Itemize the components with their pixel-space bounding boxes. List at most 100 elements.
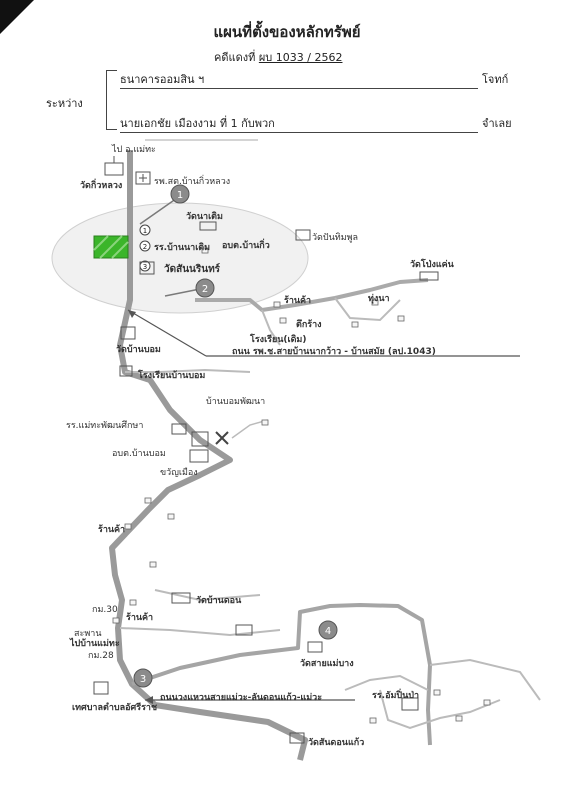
label-sao-ban-bom: อบต.บ้านบอม (112, 449, 166, 459)
temple-icon (139, 261, 155, 275)
house-icon (371, 299, 379, 306)
area-ellipse (51, 202, 309, 314)
house-icon (129, 599, 137, 606)
label-km30: กม.30 (92, 605, 118, 615)
point-marker-2: 2 (139, 240, 151, 252)
label-km28: กม.28 (88, 651, 114, 661)
main-road-arrow (127, 309, 520, 357)
defendant-line: นายเอกชัย เมืองงาม ที่ 1 กับพวก (120, 114, 478, 133)
house-icon (483, 699, 491, 706)
label-road-main: ถนน รพ.ช.สายบ้านนากว้าว - บ้านสมัย (ลป.1… (232, 347, 436, 357)
government-icon (191, 431, 209, 447)
label-sao-ban-kio: อบต.บ้านกิ่ว (222, 241, 270, 251)
label-road-ring: ถนนวงแหวนสายแม่วะ-ลันดอนแก้ว-แม่วะ (160, 693, 323, 703)
east-road (195, 278, 429, 312)
label-municipality: เทศบาลตำบลอัศรีราช (72, 703, 158, 713)
loop-branch-1 (344, 674, 429, 691)
case-number: ผบ 1033 / 2562 (258, 51, 343, 64)
house-icon (167, 513, 175, 520)
label-school-mae-tha: รร.แม่ทะพัฒนศึกษา (66, 421, 144, 431)
plaintiff-name: ธนาคารออมสิน ฯ (120, 73, 205, 86)
case-number-line: คดีแดงที่ ผบ 1033 / 2562 (214, 48, 342, 66)
marker-3-label: 3 (140, 674, 146, 685)
parties-bracket (106, 70, 117, 130)
ring-road-arrow (145, 696, 355, 704)
label-wat-na-term: วัดนาเติม (186, 212, 223, 222)
case-label: คดีแดงที่ (214, 51, 256, 64)
marker-2-label: 2 (202, 284, 208, 295)
label-wat-kio-luang: วัดกิ่วหลวง (80, 181, 123, 191)
house-icon (397, 315, 405, 322)
marker-4-label: 4 (325, 626, 331, 637)
house-icon (351, 321, 359, 328)
house-icon (112, 617, 120, 624)
label-school-ban-na-term: รร.บ้านนาเติม (154, 243, 211, 253)
label-to-mae-tha: ไป อ.แม่ทะ (112, 145, 156, 155)
label-shop-2: ร้านค้า (98, 525, 126, 535)
temple-icon (235, 624, 253, 636)
temple-icon (120, 326, 136, 340)
marker-2-callout: 2 (164, 278, 215, 298)
temple-icon (171, 592, 191, 604)
label-shop-3: ร้านค้า (126, 613, 154, 623)
label-building: ตึกร้าง (296, 320, 322, 330)
label-health-station: บ้านบอมพัฒนา (206, 397, 266, 407)
page-title: แผนที่ตั้งของหลักทรัพย์ (213, 23, 361, 41)
branch-road-3 (125, 368, 251, 373)
label-wat-ban-don: วัดบ้านดอน (196, 596, 242, 606)
defendant-name: นายเอกชัย เมืองงาม ที่ 1 กับพวก (120, 117, 275, 130)
loop-branch-3 (379, 689, 501, 730)
label-wat-pong-kham: วัดโป่งแค่น (410, 260, 454, 270)
between-label: ระหว่าง (46, 97, 83, 110)
temple-icon (104, 156, 124, 176)
branch-road-2 (261, 309, 281, 346)
bridge-icon (215, 431, 229, 445)
school-icon (401, 697, 419, 711)
house-icon (124, 523, 132, 530)
house-icon (261, 419, 269, 426)
temple-icon (307, 641, 323, 653)
municipality-icon (93, 681, 109, 695)
svg-text:2: 2 (143, 243, 147, 251)
label-school-old: โรงเรียน(เดิม) (250, 335, 307, 345)
label-tung-na: ทุ่งนา (368, 294, 390, 304)
point-marker-1: 1 (139, 224, 151, 236)
monument-icon (189, 449, 209, 463)
label-hospital: รพ.สต.บ้านกิ่วหลวง (154, 177, 231, 187)
marker-1-label: 1 (177, 190, 183, 201)
scan-corner (0, 0, 34, 34)
plaintiff-line: ธนาคารออมสิน ฯ (120, 70, 478, 89)
branch-road-1 (334, 297, 401, 322)
label-school-san-pha: รร.อัมปิ่นป่า (372, 691, 420, 701)
label-wat-pan-tim: วัดปันทิมพูล (312, 233, 359, 243)
temple-icon (289, 732, 305, 744)
house-icon (144, 497, 152, 504)
loop-road (131, 603, 432, 746)
label-bridge: สะพาน (74, 629, 102, 639)
label-wat-san-na-rin: วัดสันนรินทร์ (164, 264, 221, 275)
house-icon (433, 689, 441, 696)
label-monument: ขวัญเมือง (160, 468, 198, 478)
temple-icon (419, 271, 439, 281)
parcel-hatch (93, 235, 129, 259)
label-to-mae-tha-village: ไปบ้านแม่ทะ (70, 639, 120, 649)
house-icon (201, 247, 209, 254)
school-icon (171, 423, 187, 435)
temple-icon (199, 221, 217, 231)
branch-road-4 (119, 627, 281, 637)
temple-icon (295, 229, 311, 241)
svg-text:1: 1 (143, 227, 147, 235)
label-shop-1: ร้านค้า (284, 296, 312, 306)
plaintiff-role: โจทก์ (482, 73, 509, 86)
loop-branch-2 (429, 658, 541, 701)
marker-3-callout: 3 (133, 668, 153, 688)
svg-text:3: 3 (143, 263, 147, 271)
marker-4-callout: 4 (318, 620, 338, 640)
label-wat-san-don-kaew: วัดสันดอนแก้ว (308, 738, 365, 748)
hospital-icon (135, 171, 151, 185)
label-school-ban-bom: โรงเรียนบ้านบอม (138, 371, 206, 381)
label-wat-sai-mae-bang: วัดสายแม่บาง (300, 659, 354, 669)
house-icon (455, 715, 463, 722)
house-icon (273, 301, 281, 308)
